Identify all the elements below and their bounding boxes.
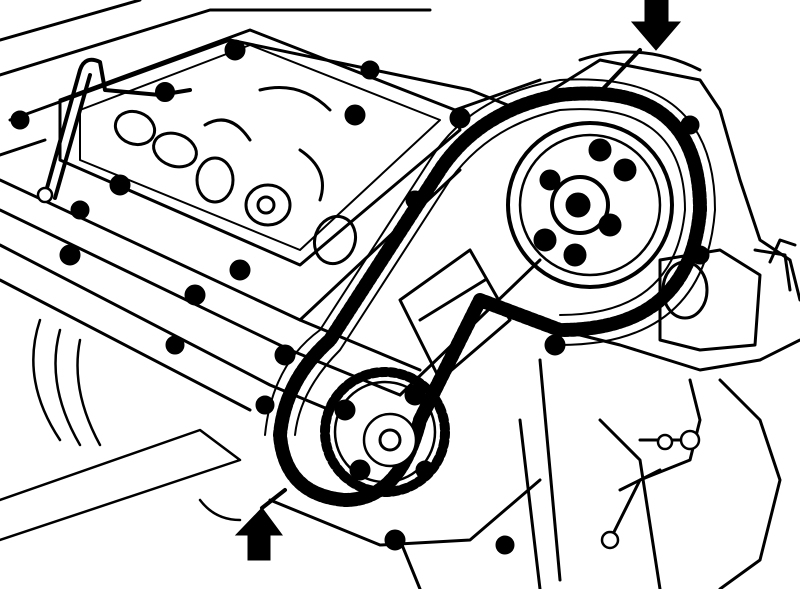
crankshaft-sprocket bbox=[320, 367, 450, 497]
bottom-alignment-arrow bbox=[234, 488, 287, 561]
throttle-linkage bbox=[600, 378, 702, 550]
mount-lines bbox=[0, 318, 242, 542]
head-ports bbox=[113, 86, 358, 266]
cover-bolts bbox=[384, 115, 710, 555]
top-alignment-arrow bbox=[598, 0, 682, 94]
head-bolts bbox=[10, 39, 471, 415]
fuel-line bbox=[36, 57, 192, 204]
chain-tensioner bbox=[398, 248, 512, 382]
camshaft-sprocket bbox=[506, 121, 674, 289]
